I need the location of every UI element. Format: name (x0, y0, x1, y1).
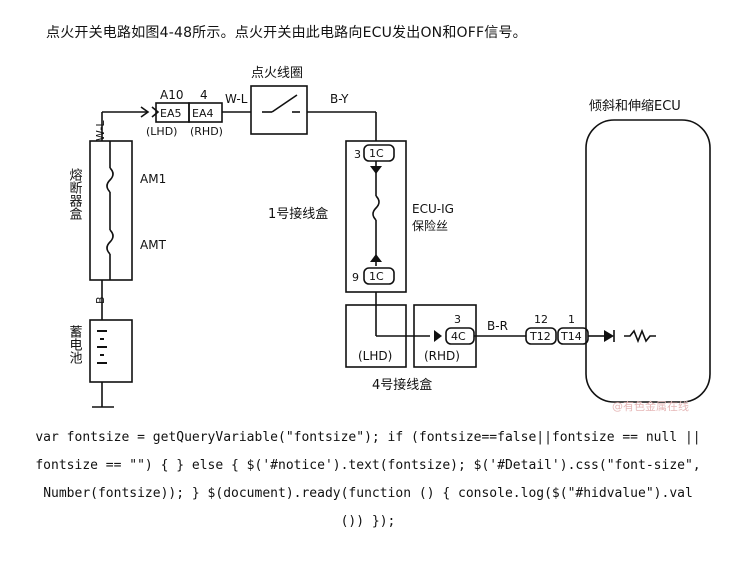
label-fuse-box: 熔断器盒 (67, 168, 83, 220)
label-ecu-ig: ECU-IG (412, 202, 454, 216)
code-line: var fontsize = getQueryVariable("fontsiz… (35, 430, 701, 445)
label-pin3-top: 3 (354, 148, 361, 161)
label-amt: AMT (140, 238, 167, 252)
ignition-switch-box (250, 85, 308, 135)
battery-box (89, 319, 133, 383)
label-ignition-switch: 点火线圈 (251, 66, 303, 81)
label-ea5: EA5 (160, 107, 181, 120)
label-jb1: 1号接线盒 (268, 206, 328, 222)
label-wire-b: B (94, 296, 107, 304)
conn-t12 (525, 327, 557, 345)
label-am1: AM1 (140, 172, 166, 186)
label-fuse: 保险丝 (412, 218, 448, 233)
conn-1c-top (363, 144, 395, 162)
label-4: 4 (200, 88, 208, 102)
code-line: ()) }); (340, 514, 396, 529)
label-1c-top: 1C (369, 147, 384, 160)
label-rhd: (RHD) (424, 349, 460, 363)
fuse-box-rect (89, 140, 133, 281)
wiring-diagram: 点火线圈 A10 4 EA5 EA4 (LHD) (RHD) W-L B-Y W… (67, 66, 711, 408)
label-pin9: 9 (352, 271, 359, 284)
label-pin12: 12 (534, 313, 548, 326)
label-pin1: 1 (568, 313, 575, 326)
label-wire-br: B-R (487, 319, 508, 333)
code-line: Number(fontsize)); } $(document).ready(f… (43, 486, 693, 501)
label-lhd: (LHD) (358, 349, 392, 363)
label-4c: 4C (451, 330, 466, 343)
conn-1c-bottom (363, 267, 395, 285)
label-wire-wl-side: W-L (94, 120, 107, 141)
arrow-4c-icon (434, 330, 442, 342)
junction-block-4-lhd (345, 304, 407, 368)
label-jb4: 4号接线盒 (372, 377, 432, 393)
label-ea4: EA4 (192, 107, 213, 120)
label-ecu: 倾斜和伸缩ECU (589, 98, 681, 114)
label-wire-by: B-Y (330, 92, 349, 106)
label-a10: A10 (160, 88, 183, 102)
watermark: @有色金属在线 (612, 400, 689, 413)
arrow-bottom-icon (370, 254, 382, 262)
label-pin3-4c: 3 (454, 313, 461, 326)
label-wire-wl-top: W-L (225, 92, 248, 106)
code-block: var fontsize = getQueryVariable("fontsiz… (18, 424, 718, 536)
label-rhd-small: (RHD) (190, 125, 223, 138)
label-1c-bottom: 1C (369, 270, 384, 283)
label-battery: 蓄电池 (67, 325, 83, 364)
code-line: fontsize == "") { } else { $('#notice').… (35, 458, 701, 473)
caption: 点火开关电路如图4-48所示。点火开关由此电路向ECU发出ON和OFF信号。 (46, 25, 527, 41)
ecu-box (585, 119, 711, 403)
label-t14: T14 (560, 330, 582, 343)
label-t12: T12 (529, 330, 551, 343)
label-lhd-small: (LHD) (146, 125, 177, 138)
arrow-top-icon (370, 166, 382, 174)
